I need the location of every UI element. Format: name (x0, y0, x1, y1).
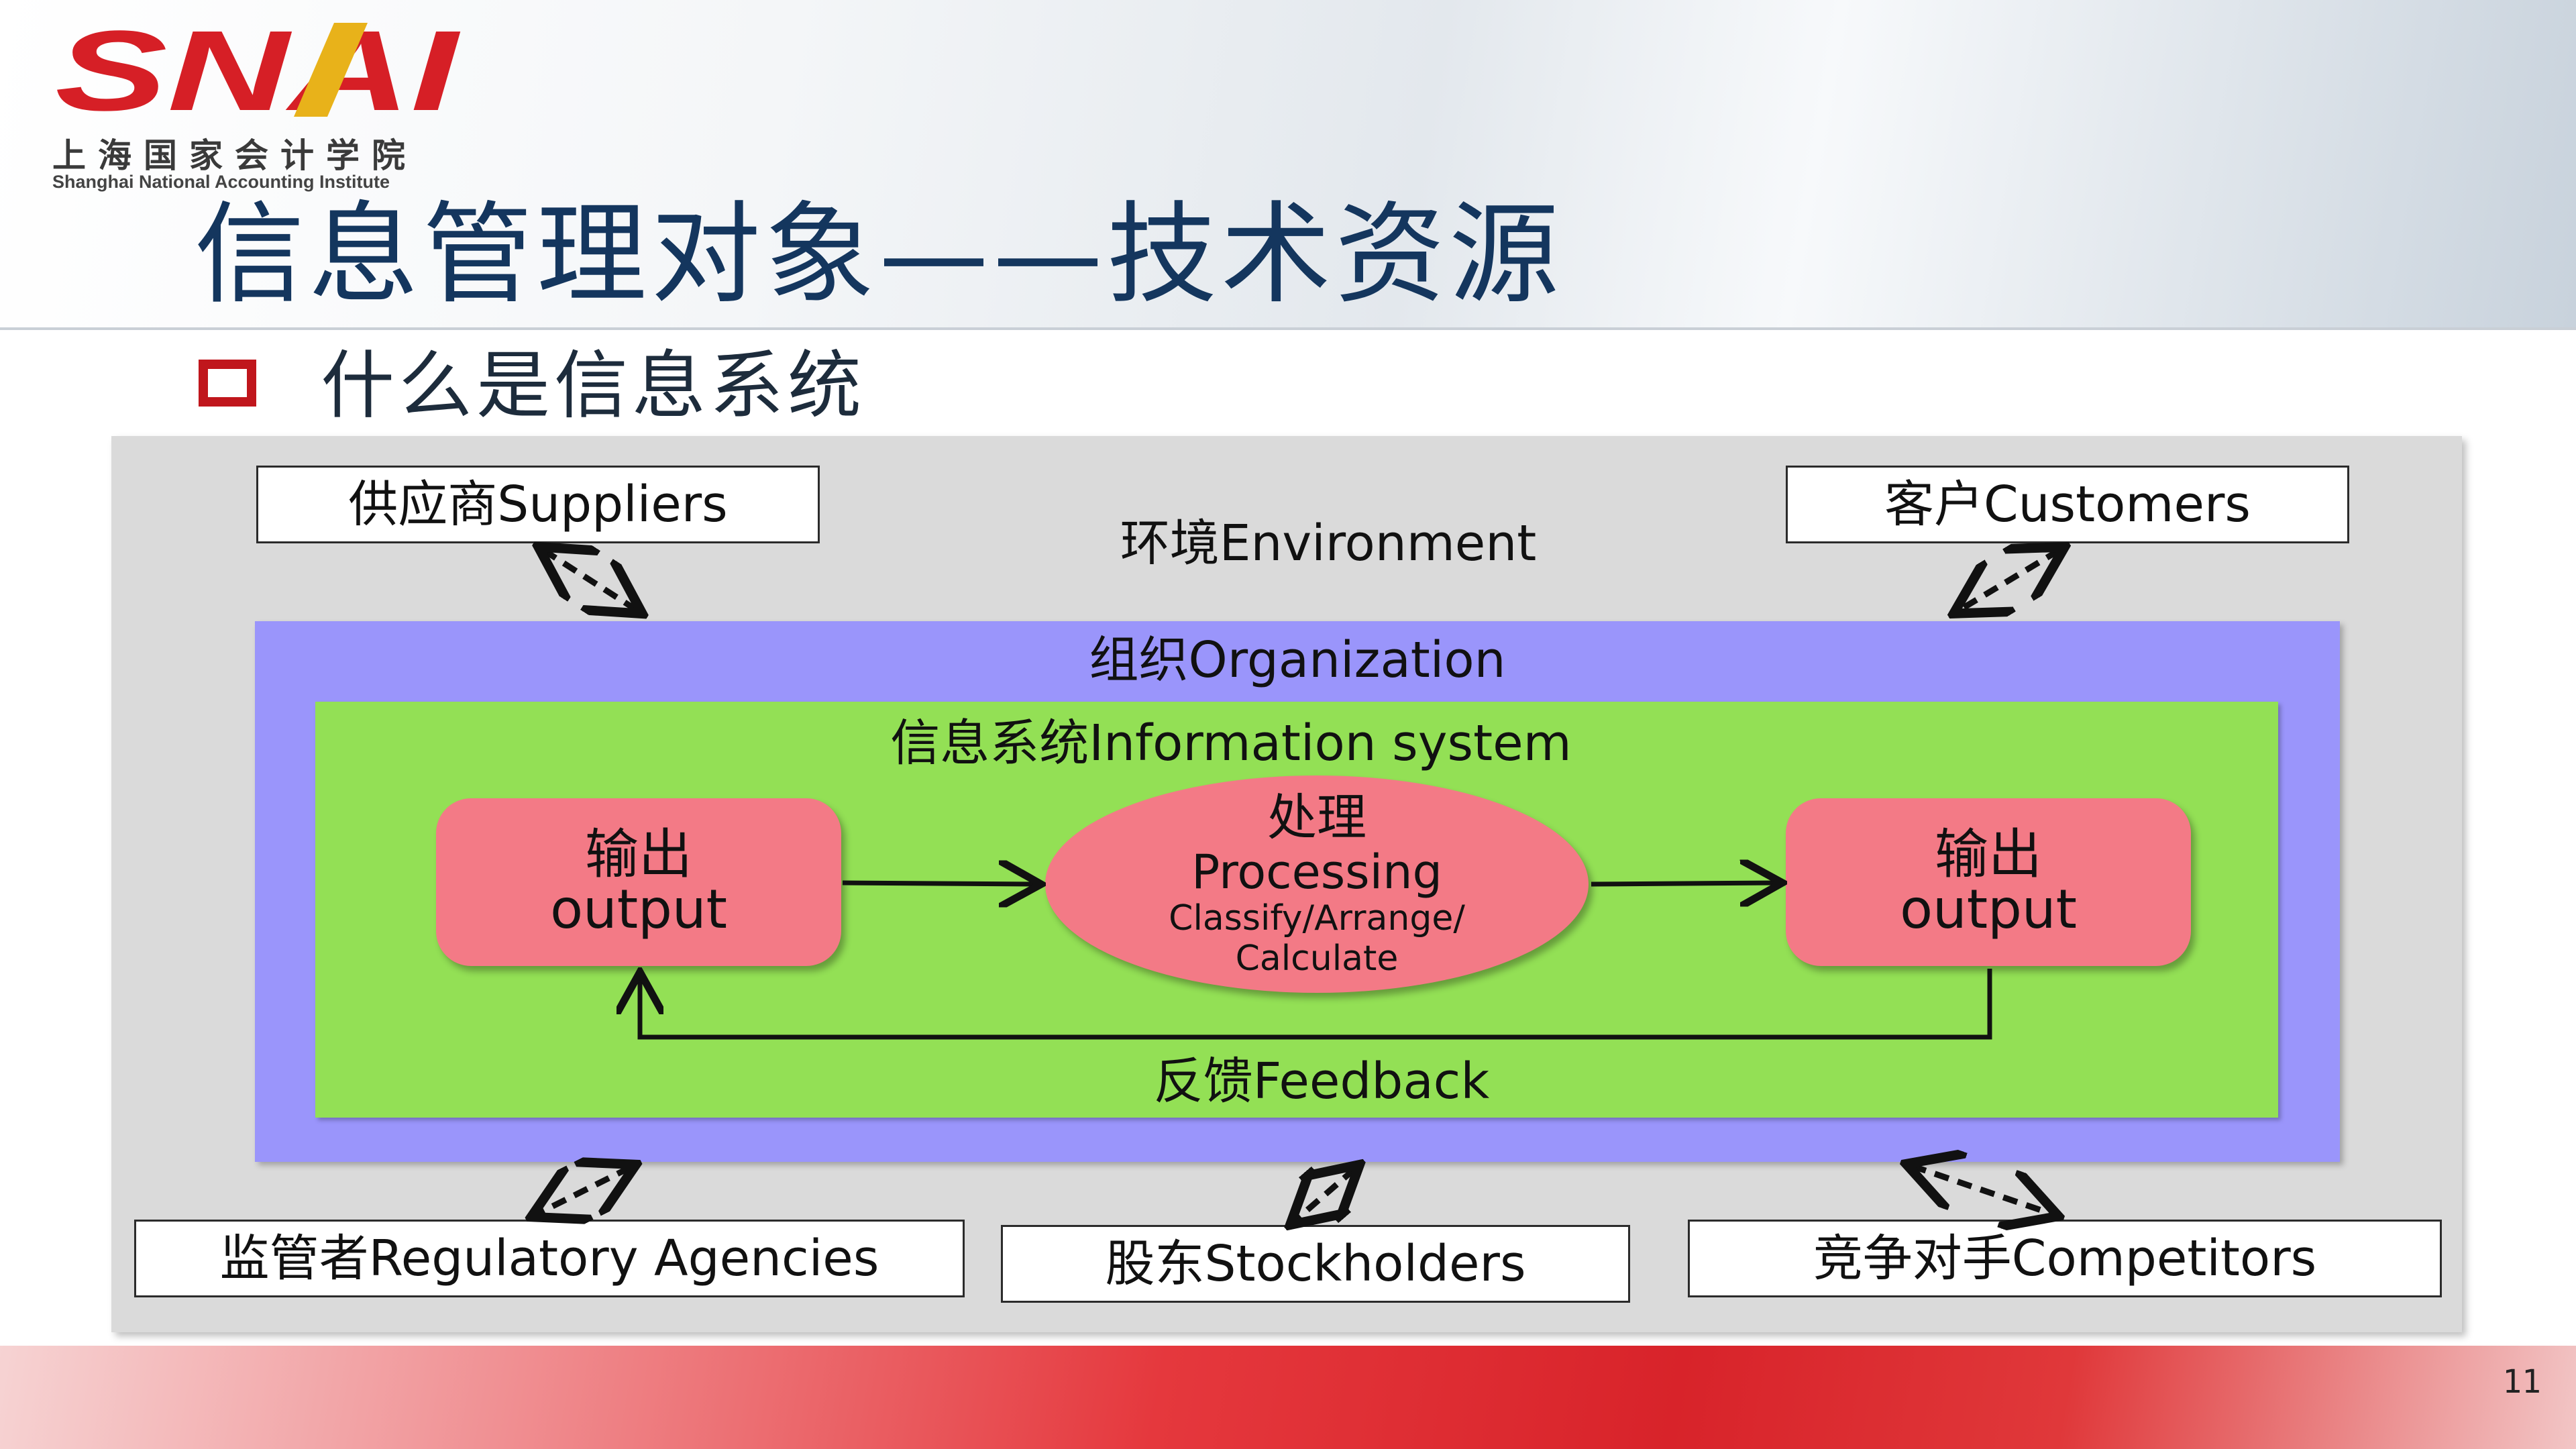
processing-en: Processing (1191, 845, 1442, 900)
regulatory-box: 监管者Regulatory Agencies (134, 1220, 965, 1297)
processing-cn: 处理 (1267, 789, 1366, 847)
regulatory-label: 监管者Regulatory Agencies (219, 1230, 879, 1287)
header-divider (0, 327, 2576, 330)
suppliers-box: 供应商Suppliers (256, 466, 820, 543)
competitors-org-arrow (1912, 1166, 2053, 1214)
snai-logo-icon: SNAI (55, 16, 462, 123)
stockholders-box: 股东Stockholders (1001, 1225, 1630, 1303)
left-output-cn: 输出 (585, 823, 692, 885)
organization-label: 组织Organization (1089, 631, 1506, 689)
competitors-label: 竞争对手Competitors (1813, 1230, 2317, 1287)
customers-label: 客户Customers (1884, 476, 2251, 533)
header-band (0, 0, 2576, 327)
customers-org-arrow (1959, 550, 2059, 610)
suppliers-label: 供应商Suppliers (348, 476, 728, 533)
stockholders-label: 股东Stockholders (1105, 1235, 1526, 1293)
page-number: 11 (2502, 1363, 2541, 1401)
output-to-processing-arrow (842, 883, 1036, 884)
institute-logo: SNAI 上海国家会计学院 Shanghai National Accounti… (52, 16, 468, 192)
left-output-en: output (550, 878, 727, 941)
stockholders-org-arrow (1295, 1169, 1355, 1221)
regulatory-org-arrow (537, 1167, 631, 1214)
right-output-en: output (1900, 878, 2077, 941)
right-output-cn: 输出 (1935, 823, 2042, 885)
feedback-loop-arrow (640, 969, 1992, 1040)
logo-mark-text: SNAI (55, 16, 462, 123)
processing-sub-2: Calculate (1235, 938, 1399, 979)
left-output-node: 输出 output (436, 798, 841, 966)
customers-box: 客户Customers (1786, 466, 2349, 543)
bullet-square-icon (199, 360, 256, 407)
environment-label: 环境Environment (1120, 515, 1537, 572)
information-system-label: 信息系统Information system (890, 714, 1572, 772)
processing-sub-1: Classify/Arrange/ (1169, 898, 1465, 938)
suppliers-org-arrow (543, 550, 637, 610)
right-output-node: 输出 output (1786, 798, 2191, 966)
logo-english-name: Shanghai National Accounting Institute (52, 172, 390, 192)
bullet-text: 什么是信息系统 (321, 343, 865, 429)
slide-title: 信息管理对象——技术资源 (195, 191, 1564, 319)
processing-node: 处理 Processing Classify/Arrange/ Calculat… (1045, 775, 1589, 993)
footer-band (0, 1346, 2576, 1449)
logo-chinese-name: 上海国家会计学院 (52, 136, 417, 175)
feedback-label: 反馈Feedback (1153, 1053, 1490, 1110)
processing-to-output-arrow (1591, 883, 1778, 884)
